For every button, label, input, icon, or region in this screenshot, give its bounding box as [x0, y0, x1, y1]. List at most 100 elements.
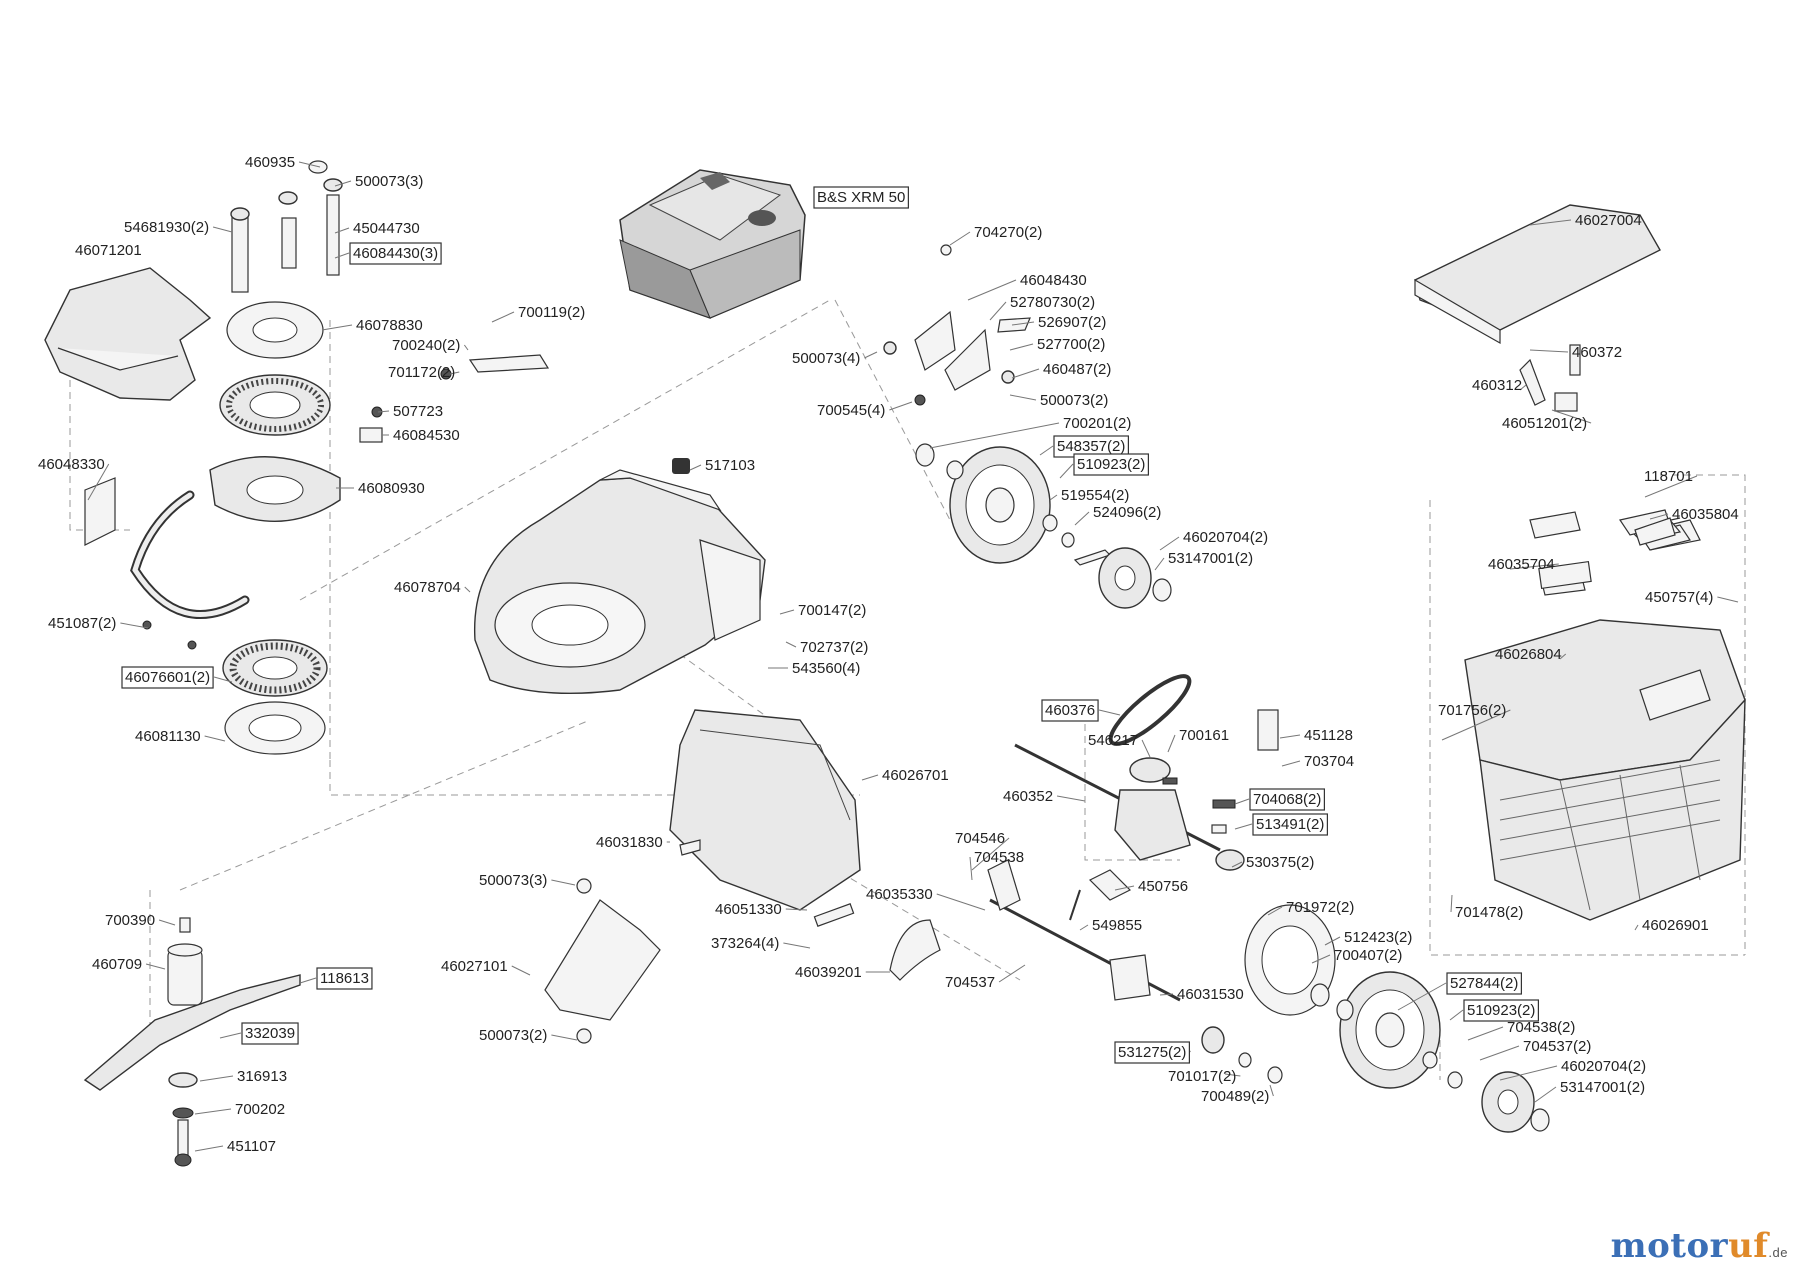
part-number-text: 46048430	[1020, 272, 1087, 289]
part-label-31: 700545(4)	[817, 402, 885, 419]
part-number-text: 701972(2)	[1286, 899, 1354, 916]
part-label-27: 527700(2)	[1037, 336, 1105, 353]
part-number-text: 704538(2)	[1507, 1019, 1575, 1036]
leader-line	[551, 1034, 578, 1041]
part-number-text: 548357(2)	[1057, 438, 1125, 455]
part-label-16: 46081130	[135, 728, 201, 745]
watermark-suffix: .de	[1768, 1245, 1788, 1260]
part-number-text: 549855	[1092, 917, 1142, 934]
part-label-93: 451107	[227, 1138, 276, 1155]
leader-line	[864, 351, 878, 359]
leader-line	[1269, 1084, 1274, 1097]
part-label-21: 702737(2)	[800, 639, 868, 656]
part-number-box	[349, 242, 442, 265]
leader-line	[1281, 760, 1301, 767]
leader-line	[1267, 906, 1283, 916]
part-label-75: 512423(2)	[1344, 929, 1412, 946]
part-label-48: 701756(2)	[1438, 702, 1506, 719]
part-label-34: 510923(2)	[1073, 453, 1149, 476]
leader-lines	[87, 161, 1739, 1152]
part-label-85: 701017(2)	[1168, 1068, 1236, 1085]
part-label-22: 543560(4)	[792, 660, 860, 677]
part-number-text: 527844(2)	[1450, 975, 1518, 992]
part-number-text: 700489(2)	[1201, 1088, 1269, 1105]
grass-box-illustration	[1414, 204, 1746, 921]
part-label-78: 527844(2)	[1446, 972, 1522, 995]
part-label-12: 46048330	[38, 456, 105, 473]
part-number-text: 460709	[92, 956, 142, 973]
part-number-text: 46084530	[393, 427, 460, 444]
part-label-28: 500073(4)	[792, 350, 860, 367]
part-number-text: 500073(2)	[479, 1027, 547, 1044]
part-label-46: 450757(4)	[1645, 589, 1713, 606]
part-label-9: 701172(2)	[388, 364, 455, 381]
part-number-box	[316, 967, 373, 990]
part-label-5: 46071201	[75, 242, 142, 259]
part-number-text: 701756(2)	[1438, 702, 1506, 719]
part-number-text: 460487(2)	[1043, 361, 1111, 378]
mower-deck-illustration	[473, 458, 766, 695]
watermark-logo: motoruf.de	[1611, 1226, 1788, 1266]
leader-line	[967, 279, 1017, 301]
leader-line	[989, 301, 1007, 321]
part-number-text: 700390	[105, 912, 155, 929]
leader-line	[1141, 739, 1151, 758]
leader-line	[298, 161, 321, 168]
part-label-39: 46027004	[1575, 212, 1642, 229]
part-number-text: 46078704	[394, 579, 461, 596]
part-label-57: 46035330	[866, 886, 933, 903]
part-label-10: 507723	[393, 403, 443, 420]
part-label-91: 316913	[237, 1068, 287, 1085]
part-label-1: 500073(3)	[355, 173, 423, 190]
leader-line	[1167, 734, 1176, 753]
leader-line	[1311, 954, 1331, 964]
part-number-box	[1114, 1041, 1190, 1064]
part-number-text: 118613	[320, 970, 369, 987]
part-label-69: 704068(2)	[1249, 788, 1325, 811]
part-number-text: 700147(2)	[798, 602, 866, 619]
part-number-text: 530375(2)	[1246, 854, 1314, 871]
part-number-text: 704538	[974, 849, 1024, 866]
leader-line	[511, 965, 531, 976]
part-label-13: 46080930	[358, 480, 425, 497]
part-number-text: 700407(2)	[1334, 947, 1402, 964]
part-label-3: 45044730	[353, 220, 420, 237]
blade-illustration	[83, 917, 301, 1167]
leader-line	[1234, 798, 1250, 805]
leader-line	[785, 908, 808, 911]
part-label-0: 460935	[245, 154, 295, 171]
leader-line	[1449, 1009, 1464, 1021]
leader-line	[1559, 653, 1567, 660]
leader-line	[1114, 885, 1135, 891]
part-number-text: 700240(2)	[392, 337, 460, 354]
leader-line	[785, 641, 797, 648]
part-number-text: 46048330	[38, 456, 105, 473]
leader-line	[889, 401, 913, 411]
leader-line	[1529, 219, 1572, 226]
part-number-text: 531275(2)	[1118, 1044, 1186, 1061]
part-number-text: 46035804	[1672, 506, 1739, 523]
part-label-58: 704546	[955, 830, 1005, 847]
part-label-82: 46020704(2)	[1561, 1058, 1646, 1075]
leader-line	[1009, 394, 1037, 401]
leader-line	[1534, 1086, 1557, 1103]
part-label-51: 46026701	[882, 767, 949, 784]
leader-line	[1644, 475, 1698, 498]
part-label-70: 513491(2)	[1252, 813, 1328, 836]
part-label-64: 546217	[1088, 732, 1138, 749]
leader-line	[145, 963, 166, 970]
part-label-11: 46084530	[393, 427, 460, 444]
leader-line	[1231, 861, 1243, 868]
part-number-text: 700545(4)	[817, 402, 885, 419]
part-number-text: 700119(2)	[518, 304, 585, 321]
part-label-59: 704538	[974, 849, 1024, 866]
part-number-text: 460935	[245, 154, 295, 171]
part-number-text: 451087(2)	[48, 615, 116, 632]
part-number-text: 52780730(2)	[1010, 294, 1095, 311]
part-label-45: 46035704	[1488, 556, 1555, 573]
part-number-text: 46051330	[715, 901, 782, 918]
part-number-text: 500073(2)	[1040, 392, 1108, 409]
part-number-text: 703704	[1304, 753, 1354, 770]
engine-cover-group	[44, 160, 550, 755]
